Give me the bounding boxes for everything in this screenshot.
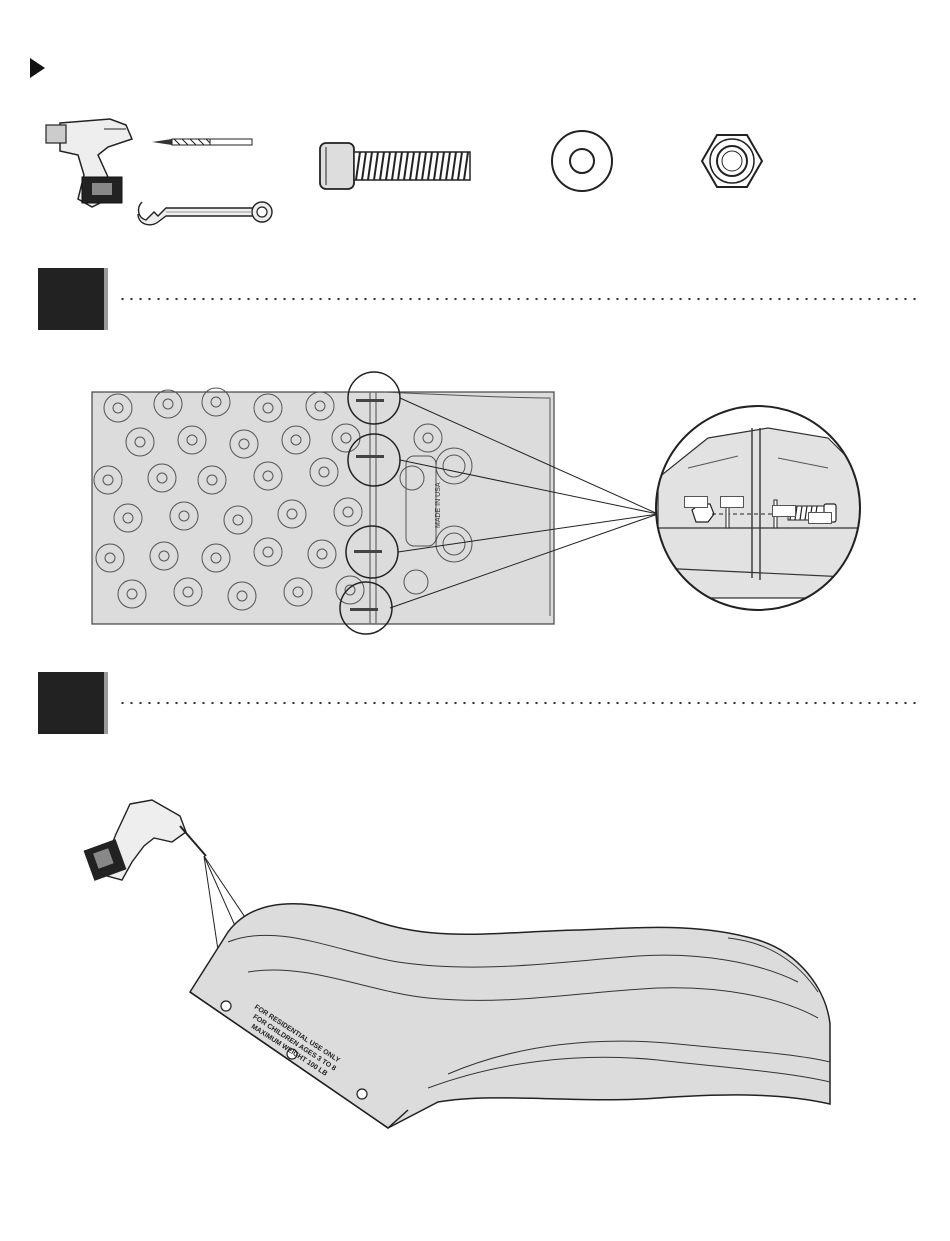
tools-row	[40, 105, 920, 235]
step-2-illustration: FOR RESIDENTIAL USE ONLY FOR CHILDREN AG…	[78, 792, 838, 1132]
detail-label-bolt	[808, 512, 832, 524]
bolt-icon	[320, 143, 470, 189]
slide-body: FOR RESIDENTIAL USE ONLY FOR CHILDREN AG…	[190, 904, 830, 1128]
detail-label-nut	[684, 496, 708, 508]
step-divider	[118, 297, 918, 301]
detail-label-washer-2	[772, 505, 796, 517]
drill-icon	[84, 800, 206, 881]
drill-icon	[46, 119, 132, 207]
wrench-icon	[138, 202, 272, 225]
step-number-box	[38, 268, 104, 330]
step-divider	[118, 701, 918, 705]
nut-icon	[702, 135, 762, 187]
step-number-box	[38, 672, 104, 734]
step-1-illustration: MADE IN USA	[88, 368, 868, 648]
slide-panel-top-view: MADE IN USA	[92, 388, 554, 624]
drill-bit-icon	[152, 139, 252, 145]
panel-text: MADE IN USA	[435, 482, 442, 528]
triangle-right-icon	[30, 58, 46, 78]
detail-label-washer	[720, 496, 744, 508]
washer-icon	[552, 131, 612, 191]
detail-magnifier	[656, 406, 868, 610]
